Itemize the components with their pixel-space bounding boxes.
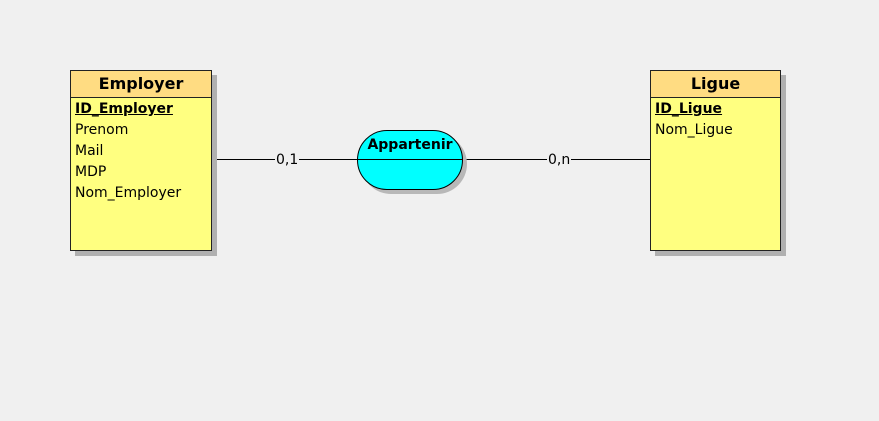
attribute-prenom: Prenom — [75, 122, 129, 138]
association-appartenir-label: Appartenir — [367, 137, 453, 153]
attribute-id-employer: ID_Employer — [75, 101, 173, 117]
association-appartenir[interactable]: Appartenir — [357, 130, 463, 190]
attribute-mail: Mail — [75, 143, 104, 159]
entity-ligue[interactable]: Ligue ID_Ligue Nom_Ligue — [650, 70, 781, 251]
attribute-nom-ligue: Nom_Ligue — [655, 122, 733, 138]
attribute-mdp: MDP — [75, 164, 107, 180]
association-divider — [358, 159, 462, 160]
cardinality-ligue: 0,n — [547, 152, 572, 168]
attribute-nom-employer: Nom_Employer — [75, 185, 182, 201]
entity-employer-title: Employer — [71, 71, 211, 98]
cardinality-employer: 0,1 — [275, 152, 300, 168]
entity-ligue-attributes: ID_Ligue Nom_Ligue — [651, 98, 780, 141]
entity-ligue-title: Ligue — [651, 71, 780, 98]
entity-employer[interactable]: Employer ID_Employer Prenom Mail MDP Nom… — [70, 70, 212, 251]
attribute-id-ligue: ID_Ligue — [655, 101, 723, 117]
entity-employer-attributes: ID_Employer Prenom Mail MDP Nom_Employer — [71, 98, 211, 204]
